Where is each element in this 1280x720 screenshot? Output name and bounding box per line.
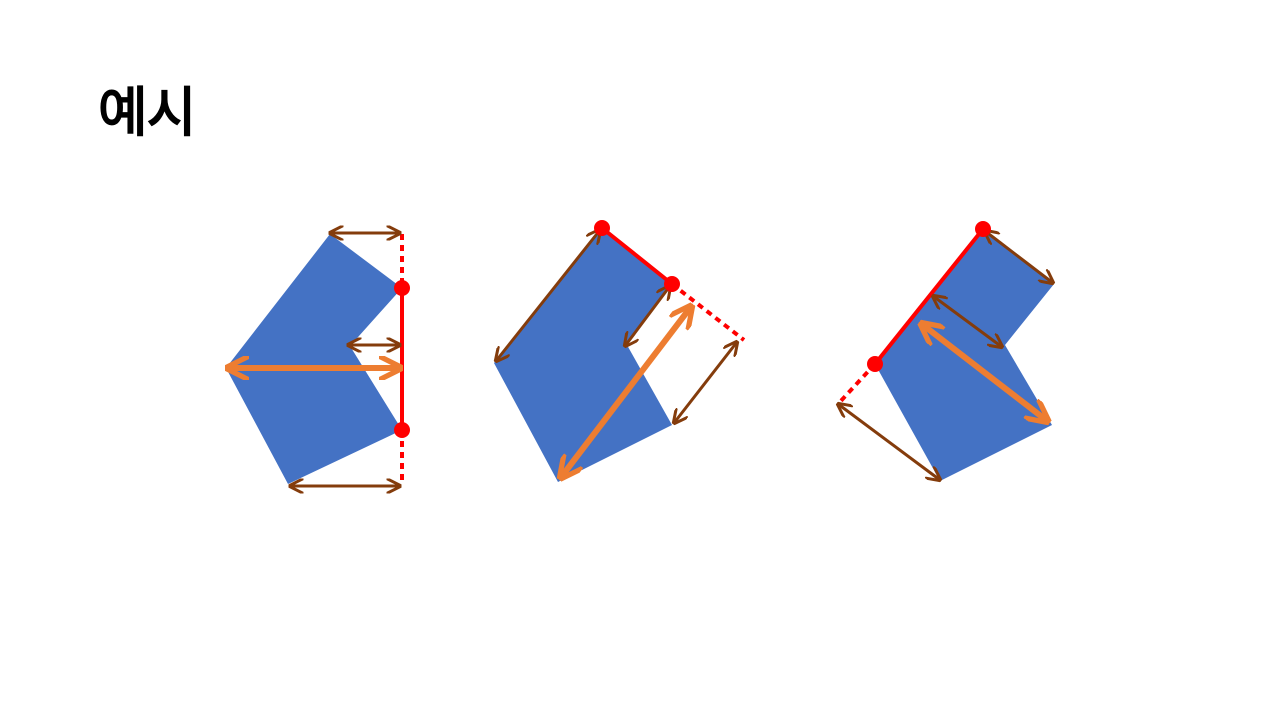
figure-2-left-edge-arrow <box>496 230 600 361</box>
figure-1-shape <box>226 234 402 484</box>
figure-1 <box>226 233 410 486</box>
figure-1-red-point-bottom <box>394 422 410 438</box>
figure-3-top-edge-arrow <box>985 231 1053 283</box>
figure-2-right-outer-arrow <box>674 342 737 423</box>
figure-2-dashed-extension <box>670 282 746 342</box>
figure-2-red-point-top <box>594 220 610 236</box>
figure-3-dashed-extension <box>836 362 877 406</box>
figure-2-red-point-right <box>664 276 680 292</box>
figure-2-red-segment <box>600 226 674 286</box>
figure-2 <box>494 220 746 482</box>
figure-3-red-point-top <box>975 221 991 237</box>
figure-3 <box>838 221 1054 481</box>
figure-3-red-segment <box>873 227 985 366</box>
figure-2-orange-arrow <box>562 308 690 476</box>
figure-3-orange-arrow <box>923 325 1046 420</box>
figure-3-bottom-left-arrow <box>838 404 940 480</box>
figure-3-red-point-left <box>867 356 883 372</box>
slide-title: 예시 <box>98 81 196 144</box>
figure-1-red-point-top <box>394 280 410 296</box>
